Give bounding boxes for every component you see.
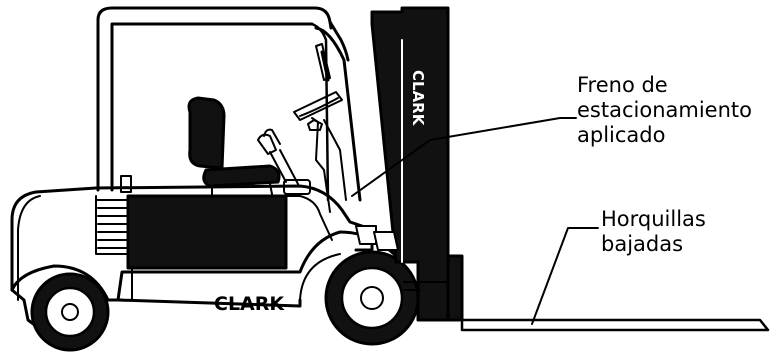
front-wheel — [326, 252, 418, 344]
rear-wheel — [32, 274, 108, 350]
seat-icon — [189, 98, 279, 196]
mast-logo: CLARK — [409, 70, 427, 127]
body-logo: CLARK — [214, 293, 285, 315]
callout-forks-line-1: Horquillas — [601, 207, 771, 232]
callout-forks-lowered: Horquillas bajadas — [601, 207, 771, 257]
callout-parking-brake-line-3: aplicado — [577, 123, 775, 148]
callout-forks-line-2: bajadas — [601, 232, 771, 257]
mirror-icon — [316, 44, 330, 80]
forks — [404, 256, 768, 330]
callout-leader-forks — [532, 228, 598, 324]
callout-parking-brake: Freno de estacionamiento aplicado — [577, 73, 775, 148]
lever-icon — [258, 130, 310, 194]
callout-parking-brake-line-1: Freno de — [577, 73, 775, 98]
callout-parking-brake-line-2: estacionamiento — [577, 98, 775, 123]
